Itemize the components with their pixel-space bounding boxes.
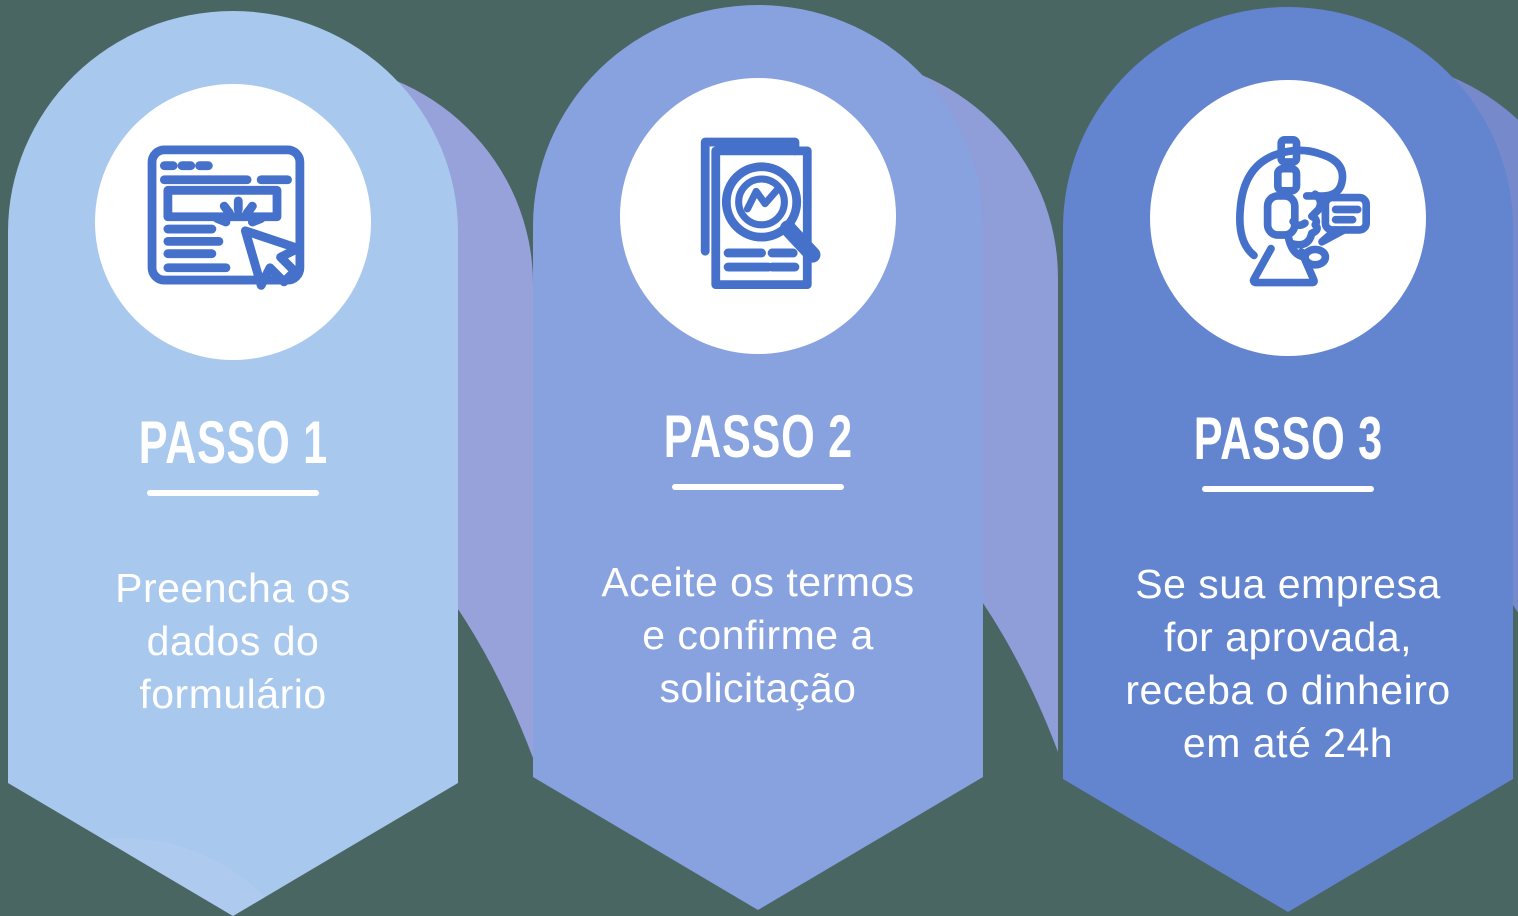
step-2-icon-circle	[620, 78, 896, 354]
step-1-title-underline	[147, 490, 319, 496]
support-agent-icon	[1200, 133, 1376, 303]
step-2-title-underline	[672, 484, 844, 490]
document-search-icon	[670, 128, 846, 304]
step-1-icon-circle	[95, 84, 371, 360]
step-3-title: PASSO 3	[1193, 405, 1383, 472]
step-3-icon-circle	[1150, 80, 1426, 356]
step-1-title: PASSO 1	[138, 409, 328, 476]
step-2-title: PASSO 2	[663, 403, 853, 470]
decorative-arc	[0, 838, 323, 916]
step-3-title-underline	[1202, 486, 1374, 492]
form-click-icon	[142, 134, 324, 310]
